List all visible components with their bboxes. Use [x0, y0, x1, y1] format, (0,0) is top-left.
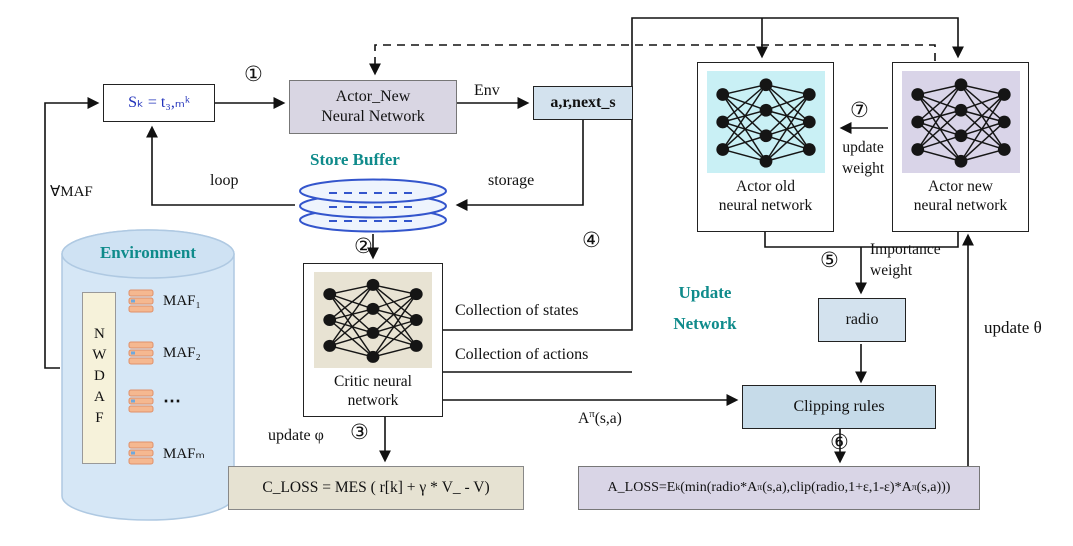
loop-label: loop [210, 172, 239, 189]
maf-icon [128, 441, 154, 465]
environment-cylinder: Environment NWDAF MAF₁ MAF₂ ⋯ MAFₘ [60, 226, 236, 522]
step-2: ② [354, 234, 373, 258]
step-4: ④ [582, 228, 601, 252]
actor-old-line1: Actor old [736, 178, 795, 195]
actor-new-neural-network-graphic [901, 71, 1020, 173]
radio-label: radio [845, 311, 879, 328]
advantage-sup: π [589, 408, 595, 420]
advantage-label: Aπ(s,a) [578, 408, 622, 428]
a-loss-part1: A_LOSS=E [607, 480, 676, 496]
clipping-label: Clipping rules [793, 398, 885, 415]
actor-main-box: Actor_New Neural Network [289, 80, 457, 134]
c-loss-formula: C_LOSS = MES ( r[k] + γ * V_ - V) [262, 479, 490, 497]
maf-icon [128, 341, 154, 365]
actor-old-box: Actor old neural network [697, 62, 834, 232]
actor-main-line2: Neural Network [321, 108, 425, 125]
importance-line2: weight [870, 261, 913, 279]
maf-label: MAF₁ [163, 292, 201, 309]
actor-new-box: Actor new neural network [892, 62, 1029, 232]
actor-old-neural-network-graphic [706, 71, 825, 173]
importance-weight-label: Importance weight [870, 240, 941, 282]
maf-label: MAFₘ [163, 445, 205, 462]
critic-box: Critic neural network [303, 263, 443, 417]
update-weight-line1: update [842, 139, 884, 156]
state-formula: Sₖ = t₃,ₘᵏ [128, 94, 190, 111]
step-7: ⑦ [850, 98, 869, 122]
step-3: ③ [350, 420, 369, 444]
transition-label: a,r,next_s [550, 94, 616, 111]
actor-new-line1: Actor new [928, 178, 993, 195]
clipping-rules-box: Clipping rules [742, 385, 936, 429]
maf-label: MAF₂ [163, 344, 201, 361]
a-loss-sub: k [675, 481, 681, 493]
step-5: ⑤ [820, 248, 839, 272]
maf-icon [128, 389, 154, 413]
a-loss-part3: (s,a),clip(radio,1+ε,1-ε)*A [762, 480, 912, 496]
actor-new-line2: neural network [913, 196, 1008, 214]
storage-label: storage [488, 172, 535, 189]
a-loss-part2: (min(radio*A [680, 480, 758, 496]
advantage-rest: (s,a) [594, 410, 622, 428]
store-buffer-title: Store Buffer [310, 150, 400, 169]
maf-item: MAF₁ [126, 288, 201, 314]
a-loss-part4: (s,a))) [916, 480, 951, 496]
maf-icon [128, 289, 154, 313]
transition-box: a,r,next_s [533, 86, 633, 120]
update-network-line2: Network [673, 313, 737, 333]
maf-item: MAFₘ [126, 440, 205, 466]
update-network-line1: Update [678, 283, 732, 302]
a-loss-sup1: π [757, 481, 763, 493]
critic-neural-network-graphic [314, 272, 432, 368]
nwdaf-label: NWDAF [91, 325, 108, 431]
step-1: ① [244, 62, 263, 86]
update-network-title: Update Network [655, 278, 755, 339]
maf-ellipsis: ⋯ [163, 390, 181, 411]
step-6: ⑥ [830, 430, 849, 454]
c-loss-box: C_LOSS = MES ( r[k] + γ * V_ - V) [228, 466, 524, 510]
update-weight-label: update weight [842, 138, 884, 180]
nwdaf-box: NWDAF [82, 292, 116, 464]
state-box: Sₖ = t₃,ₘᵏ [103, 84, 215, 122]
actor-main-line1: Actor_New [335, 88, 411, 105]
a-loss-sup2: π [911, 481, 917, 493]
critic-line1: Critic neural [334, 373, 412, 390]
collection-actions-label: Collection of actions [455, 346, 589, 363]
forall-maf-label: ∀MAF [50, 184, 93, 200]
actor-old-line2: neural network [718, 196, 813, 214]
maf-item: ⋯ [126, 388, 181, 414]
critic-line2: network [347, 391, 399, 409]
update-theta-label: update θ [984, 318, 1042, 337]
collection-states-label: Collection of states [455, 302, 579, 319]
env-edge-label: Env [474, 82, 500, 99]
update-phi-label: update φ [268, 427, 324, 444]
maf-item: MAF₂ [126, 340, 201, 366]
store-buffer-icon [299, 178, 447, 233]
radio-box: radio [818, 298, 906, 342]
environment-title: Environment [99, 243, 197, 262]
advantage-base: A [578, 410, 590, 428]
update-weight-line2: weight [842, 159, 885, 177]
importance-line1: Importance [870, 241, 941, 258]
